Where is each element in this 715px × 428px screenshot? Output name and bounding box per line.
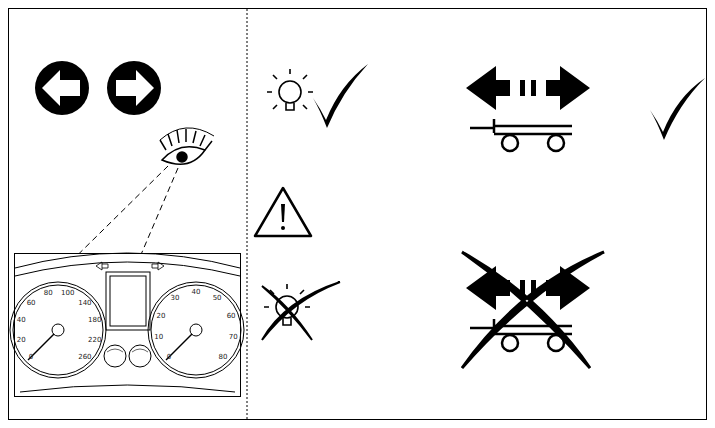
- eye: [160, 128, 214, 164]
- gauge-number: 180: [88, 316, 101, 324]
- gauge-number: 70: [229, 333, 238, 341]
- gauge-number: 80: [44, 289, 53, 297]
- bulb-ok: [267, 69, 313, 110]
- gauge-number: 60: [27, 299, 36, 307]
- turn-signal-left: [35, 61, 89, 115]
- frame: [9, 9, 707, 420]
- gauge-number: 140: [78, 299, 91, 307]
- gauge-number: 0: [29, 353, 33, 361]
- warning-triangle: [255, 188, 311, 236]
- instrument-cluster: [10, 253, 244, 397]
- gauge-number: 80: [218, 353, 227, 361]
- gauge-number: 20: [156, 312, 165, 320]
- trailer-signal-ok: [466, 66, 590, 151]
- divider: [247, 9, 248, 419]
- gauge-number: 10: [154, 333, 163, 341]
- check-mark: [650, 78, 705, 140]
- check-mark: [313, 64, 368, 128]
- gauge-number: 20: [17, 336, 26, 344]
- gauge-number: 40: [17, 316, 26, 324]
- bulb-failed: [264, 284, 310, 325]
- gauge-number: 260: [78, 353, 91, 361]
- gauge-number: 0: [167, 353, 171, 361]
- gauge-number: 100: [61, 289, 74, 297]
- gauge-number: 60: [227, 312, 236, 320]
- gauge-number: 30: [170, 294, 179, 302]
- turn-signal-right: [107, 61, 161, 115]
- gauge-number: 40: [192, 288, 201, 296]
- gauge-number: 220: [88, 336, 101, 344]
- gauge-number: 50: [213, 294, 222, 302]
- cross-mark: [462, 252, 604, 368]
- cross-mark: [262, 282, 340, 340]
